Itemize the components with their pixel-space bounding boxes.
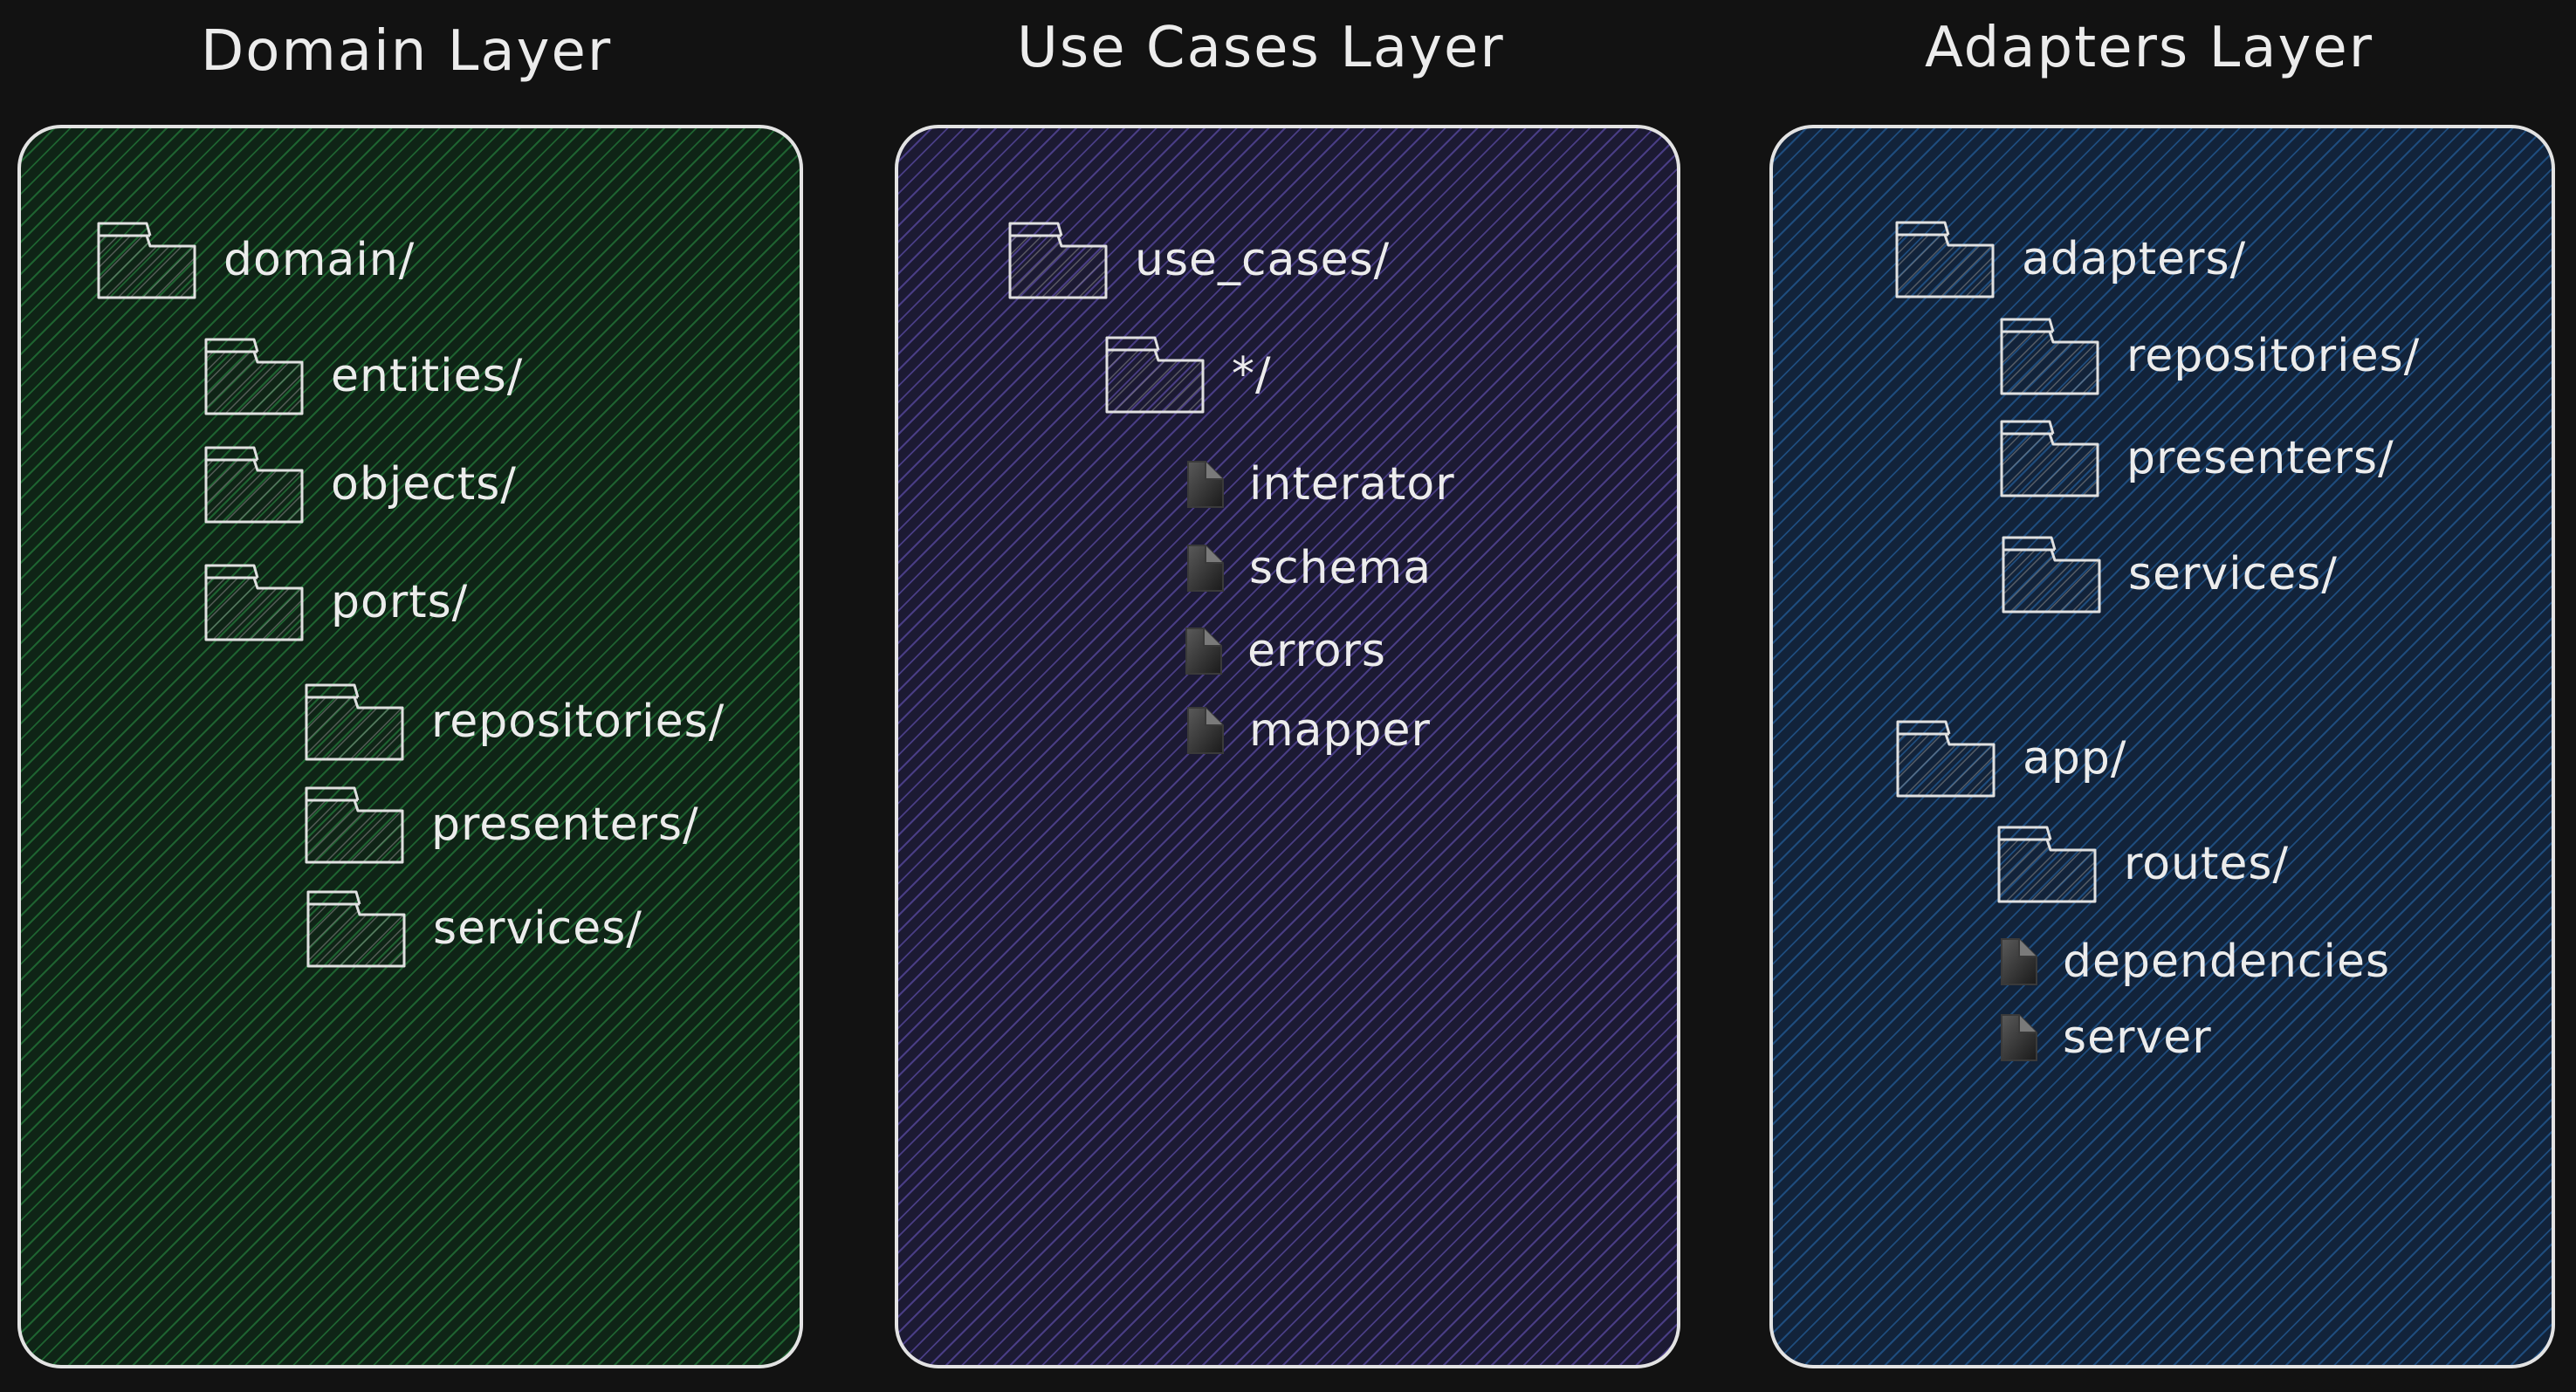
folder-icon <box>1104 334 1206 415</box>
folder-icon <box>1007 220 1109 300</box>
file-label: errors <box>1247 625 1386 677</box>
folder-routes: routes/ <box>1996 824 2289 904</box>
use-cases-layer-panel: use_cases/ */ interator schema errors ma… <box>895 125 1680 1368</box>
folder-label: domain/ <box>223 234 416 286</box>
file-icon <box>1186 460 1225 509</box>
domain-layer-panel: domain/ entities/ objects/ ports/ reposi… <box>17 125 803 1368</box>
folder-label: ports/ <box>331 576 469 628</box>
folder-label: presenters/ <box>2126 432 2394 484</box>
folder-presenters: presenters/ <box>304 785 699 865</box>
folder-app: app/ <box>1895 718 2126 799</box>
folder-entities: entities/ <box>203 336 523 416</box>
folder-repositories: repositories/ <box>304 682 725 762</box>
folder-label: */ <box>1232 348 1272 401</box>
folder-services: services/ <box>306 888 642 969</box>
folder-ports: ports/ <box>203 562 468 642</box>
folder-adapters: adapters/ <box>1894 219 2246 299</box>
folder-label: services/ <box>2128 548 2338 600</box>
file-icon <box>1186 706 1225 755</box>
file-schema: schema <box>1186 542 1432 594</box>
folder-icon <box>306 888 407 969</box>
file-label: interator <box>1249 458 1455 511</box>
file-errors: errors <box>1185 625 1386 677</box>
folder-icon <box>304 682 405 762</box>
file-label: server <box>2063 1011 2212 1064</box>
file-interator: interator <box>1186 458 1455 511</box>
folder-presenters: presenters/ <box>1999 418 2394 498</box>
file-label: schema <box>1249 542 1432 594</box>
folder-repositories: repositories/ <box>1999 316 2420 396</box>
folder-label: services/ <box>433 902 642 955</box>
folder-services: services/ <box>2001 534 2338 614</box>
folder-label: repositories/ <box>431 696 725 748</box>
adapters-layer-title: Adapters Layer <box>1925 16 2374 80</box>
folder-label: repositories/ <box>2126 330 2421 382</box>
file-dependencies: dependencies <box>2000 936 2390 988</box>
folder-label: app/ <box>2023 732 2127 785</box>
folder-icon <box>1894 219 1996 299</box>
folder-label: adapters/ <box>2022 233 2247 285</box>
folder-label: use_cases/ <box>1135 234 1391 286</box>
folder-icon <box>2001 534 2102 614</box>
file-label: dependencies <box>2063 936 2391 988</box>
folder-icon <box>203 336 305 416</box>
domain-layer-title: Domain Layer <box>201 19 613 84</box>
folder-icon <box>304 785 405 865</box>
file-label: mapper <box>1249 704 1431 757</box>
file-icon <box>2000 937 2038 986</box>
folder-wildcard: */ <box>1104 334 1272 415</box>
adapters-layer-panel: adapters/ repositories/ presenters/ serv… <box>1769 125 2555 1368</box>
file-icon <box>1185 627 1223 675</box>
folder-icon <box>1999 316 2100 396</box>
file-icon <box>1186 544 1225 593</box>
use-cases-layer-title: Use Cases Layer <box>1017 16 1505 80</box>
folder-icon <box>1996 824 2098 904</box>
folder-label: objects/ <box>331 458 517 511</box>
folder-label: routes/ <box>2124 838 2289 890</box>
folder-icon <box>203 444 305 525</box>
folder-icon <box>1895 718 1996 799</box>
folder-domain: domain/ <box>96 220 415 300</box>
file-server: server <box>2000 1011 2212 1064</box>
folder-objects: objects/ <box>203 444 517 525</box>
folder-use-cases: use_cases/ <box>1007 220 1390 300</box>
folder-icon <box>1999 418 2100 498</box>
file-icon <box>2000 1013 2038 1062</box>
folder-icon <box>96 220 197 300</box>
folder-label: entities/ <box>331 350 524 402</box>
file-mapper: mapper <box>1186 704 1431 757</box>
folder-label: presenters/ <box>431 799 699 851</box>
folder-icon <box>203 562 305 642</box>
